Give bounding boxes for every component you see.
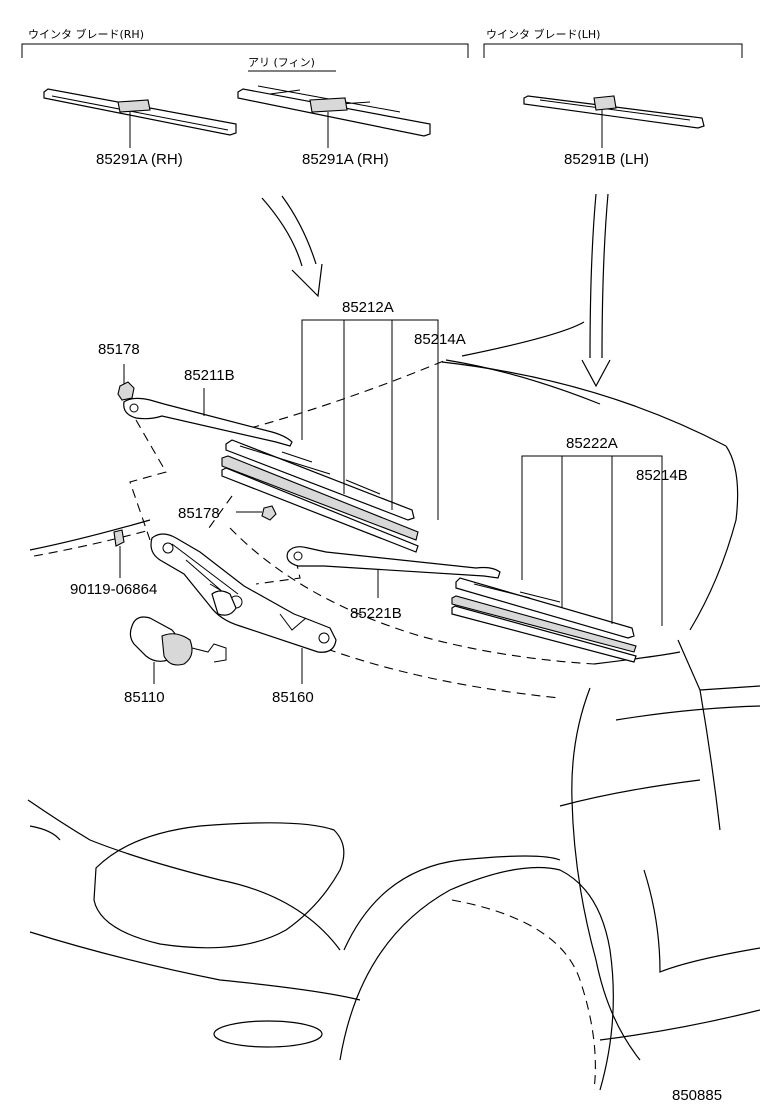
label-85211B: 85211B <box>184 367 235 384</box>
rh-group-header: ウインタ ブレード(RH) <box>21 27 469 58</box>
label-85291B-lh: 85291B (LH) <box>564 151 649 168</box>
blade-85291A-rh-2: 85291A (RH) <box>237 85 431 168</box>
arrow-lh-down <box>581 193 611 388</box>
part-85222A-blade-assy: 85222A 85214B <box>451 435 688 663</box>
rh-group-title: ウインタ ブレード(RH) <box>28 27 144 41</box>
blade-85291A-rh-1: 85291A (RH) <box>43 88 237 168</box>
fin-variant-header: アリ (フィン) <box>248 56 336 72</box>
lh-group-title: ウインタ ブレード(LH) <box>486 27 600 41</box>
label-90119-06864: 90119-06864 <box>70 581 157 598</box>
label-85222A: 85222A <box>566 435 618 452</box>
part-85211B-rh-arm: 85211B <box>123 367 293 447</box>
fin-variant-title: アリ (フィン) <box>248 56 315 69</box>
part-85221B-lh-arm: 85221B <box>286 546 501 622</box>
label-85214B: 85214B <box>636 467 688 484</box>
label-85291A-rh-2: 85291A (RH) <box>302 151 389 168</box>
car-body-outline <box>27 321 760 1091</box>
arrow-rh-down <box>261 195 323 298</box>
label-85212A: 85212A <box>342 299 394 316</box>
label-85160: 85160 <box>272 689 314 706</box>
label-85221B: 85221B <box>350 605 402 622</box>
part-85178-mid: 85178 <box>178 505 277 522</box>
label-85178-top: 85178 <box>98 341 140 358</box>
blade-85291B-lh: 85291B (LH) <box>523 95 705 168</box>
part-90119-06864-bolt: 90119-06864 <box>70 529 157 598</box>
part-85178-top: 85178 <box>98 341 140 401</box>
connector-lines <box>129 419 301 585</box>
diagram-id: 850885 <box>672 1087 722 1104</box>
label-85291A-rh-1: 85291A (RH) <box>96 151 183 168</box>
part-85212A-blade-assy: 85212A 85214A <box>221 299 466 553</box>
label-85110: 85110 <box>124 689 165 706</box>
part-85110-motor: 85110 <box>124 616 227 706</box>
label-85214A: 85214A <box>414 331 466 348</box>
label-85178-mid: 85178 <box>178 505 220 522</box>
lh-group-header: ウインタ ブレード(LH) <box>483 27 743 58</box>
part-85160-link-assy: 85160 <box>150 533 337 706</box>
